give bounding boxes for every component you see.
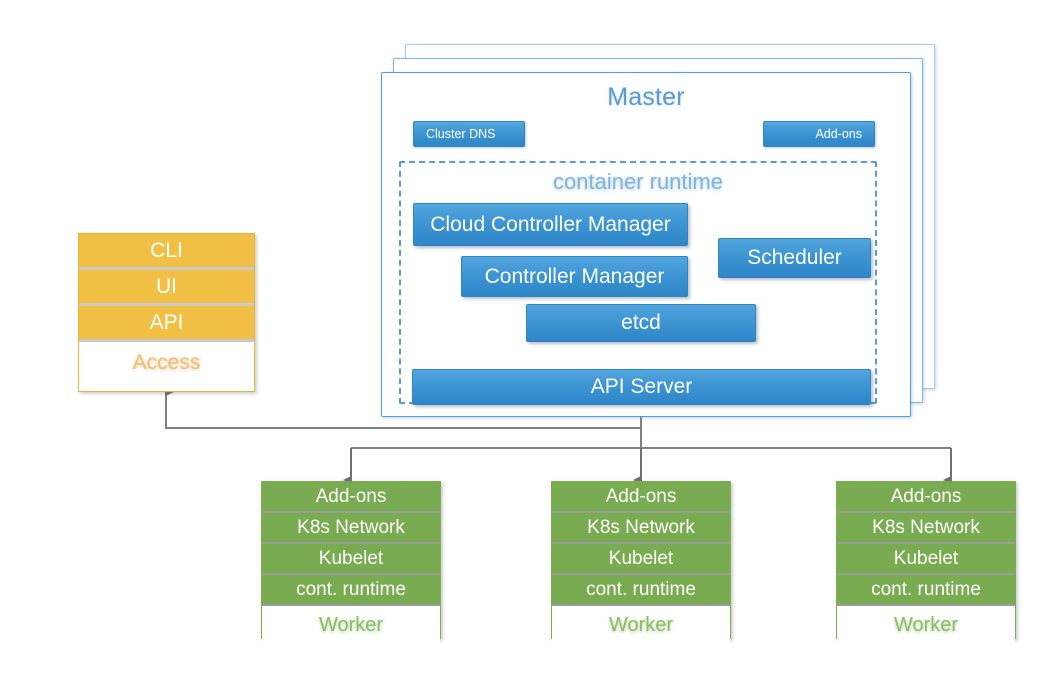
worker-3-row-network[interactable]: K8s Network [837,513,1015,544]
worker-2-group-label: Worker [552,606,730,644]
etcd-box[interactable]: etcd [526,304,756,342]
worker-2-addons-label: Add-ons [605,485,677,507]
worker-1-row-kubelet[interactable]: Kubelet [262,544,440,575]
worker-2-row-kubelet[interactable]: Kubelet [552,544,730,575]
master-addons-label: Add-ons [815,127,862,141]
worker-1-network-label: K8s Network [297,516,405,538]
worker-1-row-addons[interactable]: Add-ons [262,482,440,513]
api-server-label: API Server [590,375,693,398]
worker-2-runtime-label: cont. runtime [586,578,696,600]
container-runtime-title: container runtime [553,169,723,194]
etcd-label: etcd [621,311,661,334]
worker-1-kubelet-label: Kubelet [318,547,384,569]
worker-1-addons-label: Add-ons [315,485,387,507]
controller-manager-label: Controller Manager [484,264,665,288]
worker-node-1[interactable]: Add-ons K8s Network Kubelet cont. runtim… [261,481,441,644]
worker-3-addons-label: Add-ons [890,485,962,507]
api-server-box[interactable]: API Server [412,369,871,405]
scheduler-box[interactable]: Scheduler [718,238,871,278]
worker-node-3[interactable]: Add-ons K8s Network Kubelet cont. runtim… [836,481,1016,644]
worker-2-row-addons[interactable]: Add-ons [552,482,730,513]
cloud-controller-manager-box[interactable]: Cloud Controller Manager [413,203,688,246]
access-row-api-label: API [149,310,184,334]
worker-3-row-runtime[interactable]: cont. runtime [837,575,1015,606]
worker-3-kubelet-label: Kubelet [893,547,959,569]
cluster-dns-label: Cluster DNS [426,127,496,141]
worker-2-network-label: K8s Network [587,516,695,538]
access-row-api[interactable]: API [79,306,254,342]
worker-2-row-runtime[interactable]: cont. runtime [552,575,730,606]
access-stack[interactable]: CLI UI API Access [78,233,255,392]
worker-node-2[interactable]: Add-ons K8s Network Kubelet cont. runtim… [551,481,731,644]
access-row-cli-label: CLI [150,238,183,262]
access-row-ui-label: UI [156,274,177,298]
worker-2-kubelet-label: Kubelet [608,547,674,569]
worker-1-runtime-label: cont. runtime [296,578,406,600]
worker-3-row-kubelet[interactable]: Kubelet [837,544,1015,575]
master-title: Master [607,83,685,111]
master-card[interactable]: Master Cluster DNS Add-ons container run… [381,72,911,417]
worker-3-runtime-label: cont. runtime [871,578,981,600]
access-group-label: Access [79,342,254,383]
worker-3-group-label: Worker [837,606,1015,644]
controller-manager-box[interactable]: Controller Manager [461,256,688,297]
cloud-controller-manager-label: Cloud Controller Manager [430,212,671,236]
worker-2-row-network[interactable]: K8s Network [552,513,730,544]
scheduler-label: Scheduler [747,246,842,269]
cluster-dns-box[interactable]: Cluster DNS [413,121,525,147]
access-row-ui[interactable]: UI [79,270,254,306]
worker-3-row-addons[interactable]: Add-ons [837,482,1015,513]
worker-1-group-label: Worker [262,606,440,644]
master-addons-box[interactable]: Add-ons [763,121,875,147]
access-row-cli[interactable]: CLI [79,234,254,270]
worker-1-row-runtime[interactable]: cont. runtime [262,575,440,606]
worker-3-network-label: K8s Network [872,516,980,538]
worker-1-row-network[interactable]: K8s Network [262,513,440,544]
